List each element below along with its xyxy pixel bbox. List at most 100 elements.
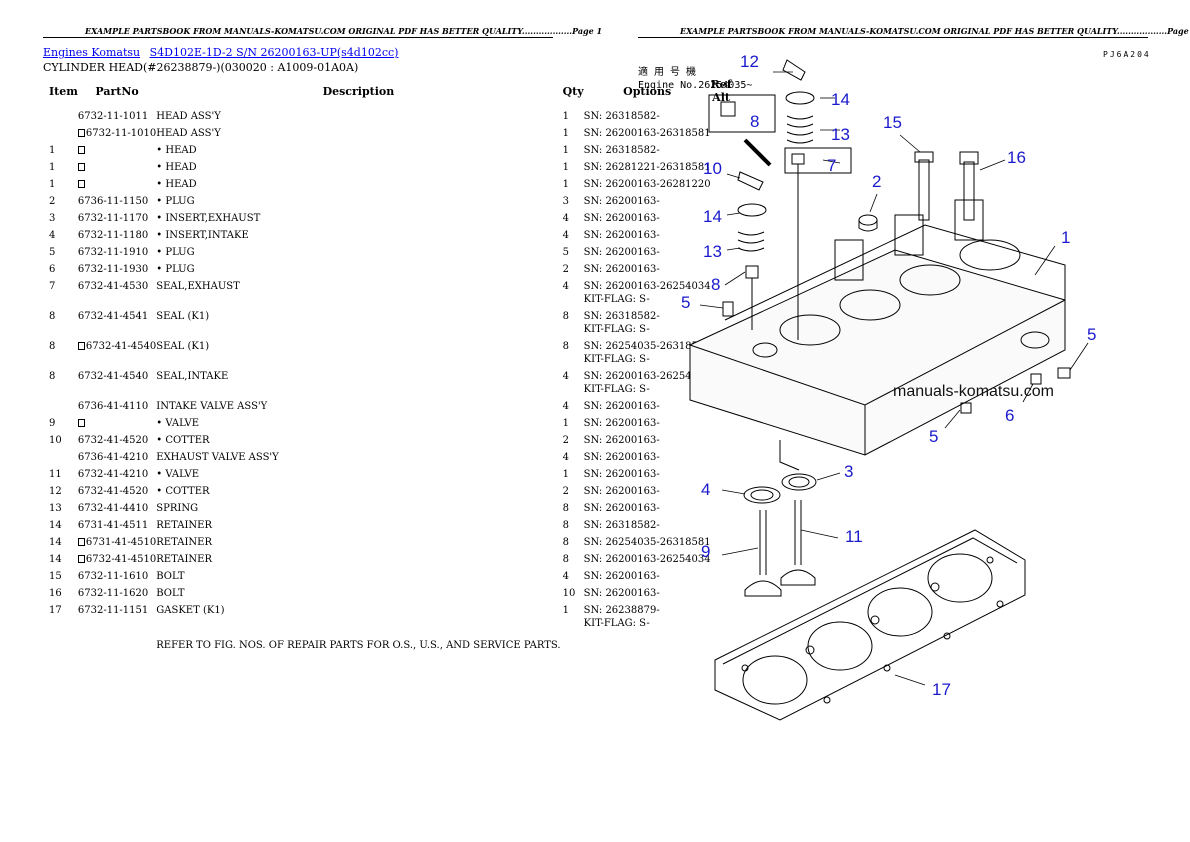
partno-cell: 6736-11-1150 — [78, 193, 156, 210]
inset-box-8 — [708, 94, 776, 133]
insert-3-inner — [788, 476, 810, 488]
description-cell: • HEAD — [156, 145, 197, 156]
serial-range: SN: 26200163- — [583, 213, 660, 224]
page-header: EXAMPLE PARTSBOOK FROM MANUALS-KOMATSU.C… — [680, 26, 1190, 36]
qty-cell: 10 — [562, 588, 576, 599]
head-top-edge — [724, 224, 1066, 321]
checkbox-glyph-icon — [77, 180, 85, 188]
item-cell: 14 — [49, 520, 62, 531]
partno-cell — [77, 142, 156, 159]
bolt-16 — [959, 151, 979, 221]
retainer-14 — [737, 203, 767, 217]
item-cell — [43, 449, 78, 466]
description-cell: • VALVE — [156, 418, 200, 429]
item-cell — [43, 125, 78, 142]
partno-cell: 6732-41-4520 — [78, 432, 156, 449]
seal-7 — [791, 153, 805, 165]
item-cell: 5 — [49, 247, 56, 258]
qty-cell: 8 — [562, 537, 569, 548]
qty-cell: 1 — [562, 145, 569, 156]
insert-3 — [781, 473, 817, 491]
item-cell: 2 — [49, 196, 56, 207]
bolt-15 — [914, 151, 934, 221]
qty-cell: 4 — [562, 452, 569, 463]
description-cell: • VALVE — [156, 469, 200, 480]
checkbox-glyph-icon — [77, 163, 85, 171]
header-divider — [43, 37, 553, 38]
breadcrumb-model-link[interactable]: S4D102E-1D-2 S/N 26200163-UP(s4d102cc) — [149, 46, 399, 59]
options-cell: SN: 26200163- — [584, 483, 711, 500]
description-cell: HEAD ASS'Y — [156, 111, 221, 122]
serial-range: SN: 26200163-26254034 — [583, 371, 711, 382]
partno-cell: 6732-41-4210 — [78, 466, 156, 483]
repair-note: REFER TO FIG. NOS. OF REPAIR PARTS FOR O… — [156, 640, 561, 651]
valve-11 — [780, 500, 816, 586]
options-cell: SN: 26318582- — [584, 108, 711, 125]
item-cell: 8 — [49, 311, 56, 322]
description-cell: • PLUG — [156, 247, 195, 258]
description-cell: • PLUG — [156, 264, 195, 275]
callout-17: 17 — [932, 680, 951, 699]
description-cell: • COTTER — [156, 486, 210, 497]
page-header: EXAMPLE PARTSBOOK FROM MANUALS-KOMATSU.C… — [85, 26, 603, 36]
description-cell: GASKET (K1) — [156, 605, 225, 616]
insert-leader — [779, 440, 800, 471]
partno-cell: 6732-11-1170 — [78, 210, 156, 227]
item-cell: 12 — [49, 486, 62, 497]
options-cell: SN: 26200163-26254034 — [584, 551, 711, 568]
plug-6 — [1030, 373, 1042, 385]
partno-text: 6732-41-4540 — [77, 371, 149, 382]
item-cell: 16 — [49, 588, 62, 599]
options-cell: SN: 26318582- — [584, 142, 711, 159]
plug-5-left — [722, 301, 734, 317]
callout-5-left: 5 — [681, 293, 690, 312]
callout-4: 4 — [701, 480, 710, 499]
qty-cell: 8 — [562, 503, 569, 514]
item-cell: 1 — [49, 179, 56, 190]
partno-text: 6732-41-4520 — [77, 486, 149, 497]
serial-range: SN: 26281221-26318581 — [583, 162, 711, 173]
breadcrumb-engines-link[interactable]: Engines Komatsu — [43, 46, 141, 59]
item-cell: 11 — [49, 469, 62, 480]
applicability-jp: 適 用 号 機 — [638, 65, 696, 78]
kit-flag: KIT-FLAG: S- — [583, 294, 650, 305]
partno-text: 6732-41-4210 — [77, 469, 149, 480]
serial-range: SN: 26200163-26254034 — [583, 554, 711, 565]
qty-cell: 1 — [562, 111, 569, 122]
options-cell: SN: 26318582-KIT-FLAG: S- — [584, 308, 711, 338]
options-cell: SN: 26318582- — [584, 517, 711, 534]
serial-range: SN: 26200163- — [583, 264, 660, 275]
watermark-text: manuals-komatsu.com — [893, 383, 1054, 400]
valve-9 — [744, 510, 782, 597]
retainer-14-top — [785, 91, 815, 105]
description-cell: • HEAD — [156, 162, 197, 173]
item-cell: 13 — [49, 503, 62, 514]
serial-range: SN: 26200163-26254034 — [583, 281, 711, 292]
qty-cell: 2 — [562, 486, 569, 497]
options-cell: SN: 26200163- — [584, 227, 711, 244]
checkbox-glyph-icon — [77, 419, 85, 427]
callout-5-lower: 5 — [929, 427, 938, 446]
partno-cell: 6732-11-1180 — [78, 227, 156, 244]
qty-cell: 1 — [562, 605, 569, 616]
options-cell: SN: 26238879-KIT-FLAG: S- — [584, 602, 711, 632]
kit-flag: KIT-FLAG: S- — [583, 354, 650, 365]
callout-15: 15 — [883, 113, 902, 132]
description-cell: BOLT — [156, 571, 185, 582]
partno-text: 6732-41-4410 — [77, 503, 149, 514]
options-cell: SN: 26200163- — [584, 193, 711, 210]
table-row: 12 6732-41-4520 • COTTER 2 SN: 26200163- — [43, 483, 732, 500]
serial-range: SN: 26200163- — [583, 503, 660, 514]
partno-cell: 6732-41-4540 — [78, 368, 156, 398]
serial-range: SN: 26254035-26318581 — [583, 537, 711, 548]
serial-range: SN: 26200163- — [583, 418, 660, 429]
checkbox-glyph-icon — [77, 555, 85, 563]
